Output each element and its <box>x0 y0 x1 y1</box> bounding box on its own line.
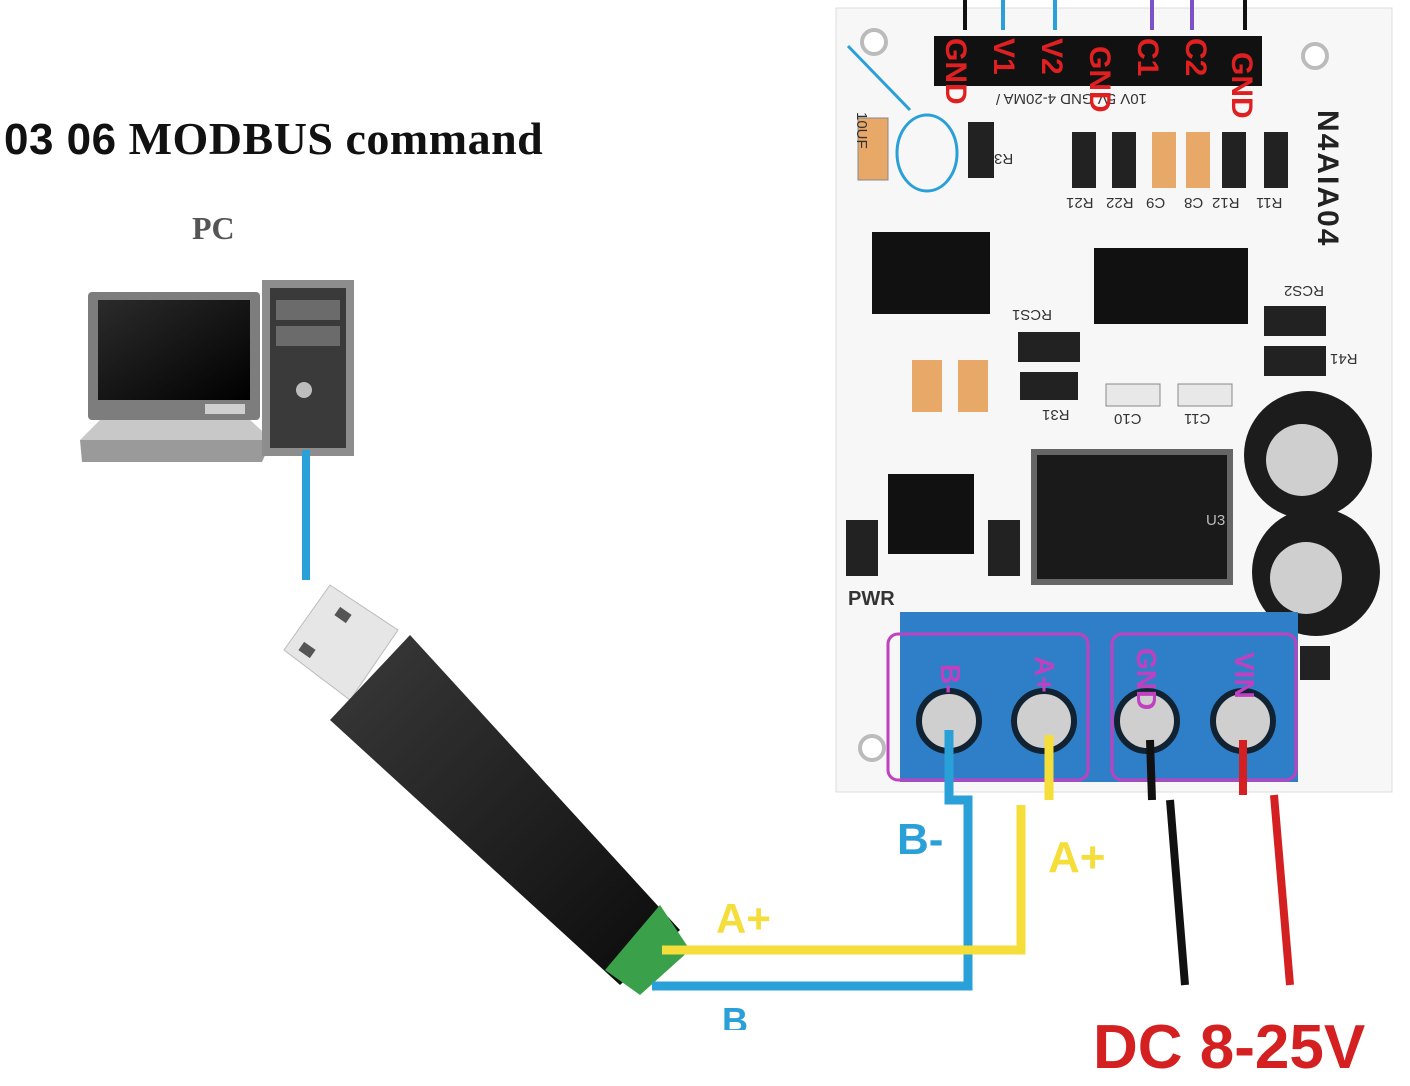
cap-label: 10UF <box>853 112 870 149</box>
silk-ref: C9 <box>1146 194 1166 211</box>
terminal-label-b-minus: B- <box>935 664 966 694</box>
board-name: N4AIA04 <box>1311 110 1344 248</box>
pin-label-gnd-2: GND <box>1083 46 1116 113</box>
pc-label: PC <box>192 210 235 246</box>
silk-ref: R21 <box>1066 194 1094 211</box>
pin-label-gnd-3: GND <box>1225 52 1258 119</box>
wire-gnd <box>1146 739 1189 986</box>
silk-ref: R12 <box>1212 194 1240 211</box>
power-supply-label: DC 8-25V <box>1093 1013 1366 1082</box>
silk-ref: R22 <box>1106 194 1134 211</box>
wire-label-a-plus-left: A+ <box>716 895 771 942</box>
pin-label-gnd-1: GND <box>939 38 972 105</box>
terminal-label-a-plus: A+ <box>1029 656 1060 693</box>
wire-label-b-minus: B- <box>897 815 944 864</box>
silk-ref: R31 <box>1042 406 1070 423</box>
wire-label-a-plus-right: A+ <box>1048 833 1106 882</box>
terminal-label-gnd: GND <box>1131 648 1162 711</box>
diagram-title: 03 06 MODBUS command <box>4 112 543 165</box>
silk-ref: R3 <box>994 150 1014 167</box>
silk-ref: U3 <box>1206 512 1226 529</box>
wire-label-b: B <box>722 1000 748 1030</box>
silk-ref: C11 <box>1184 410 1211 427</box>
board-range-text: 10V 5V GND 4-20MA / <box>996 90 1147 107</box>
usb-rs485-adapter <box>283 584 690 995</box>
silk-ref: R11 <box>1256 194 1283 211</box>
title-number: 03 06 <box>4 115 117 164</box>
pin-label-v1: V1 <box>987 38 1020 75</box>
silk-ref: RCS1 <box>1012 306 1053 323</box>
silk-ref: RCS2 <box>1284 282 1325 299</box>
wire-b-minus <box>652 730 973 991</box>
pc-icon <box>80 280 354 462</box>
title-text: MODBUS command <box>128 113 544 164</box>
terminal-label-vin: VIN <box>1229 652 1260 699</box>
pwr-label: PWR <box>848 588 895 610</box>
silk-ref: C10 <box>1114 410 1142 427</box>
wire-vin <box>1239 740 1294 986</box>
pin-label-c2: C2 <box>1179 38 1212 77</box>
silk-ref: R41 <box>1330 350 1358 367</box>
silk-ref: C8 <box>1184 194 1204 211</box>
wire-a-plus <box>662 735 1054 955</box>
pin-label-c1: C1 <box>1131 38 1164 77</box>
n4aia04-board <box>835 7 1393 793</box>
pin-label-v2: V2 <box>1035 38 1068 75</box>
